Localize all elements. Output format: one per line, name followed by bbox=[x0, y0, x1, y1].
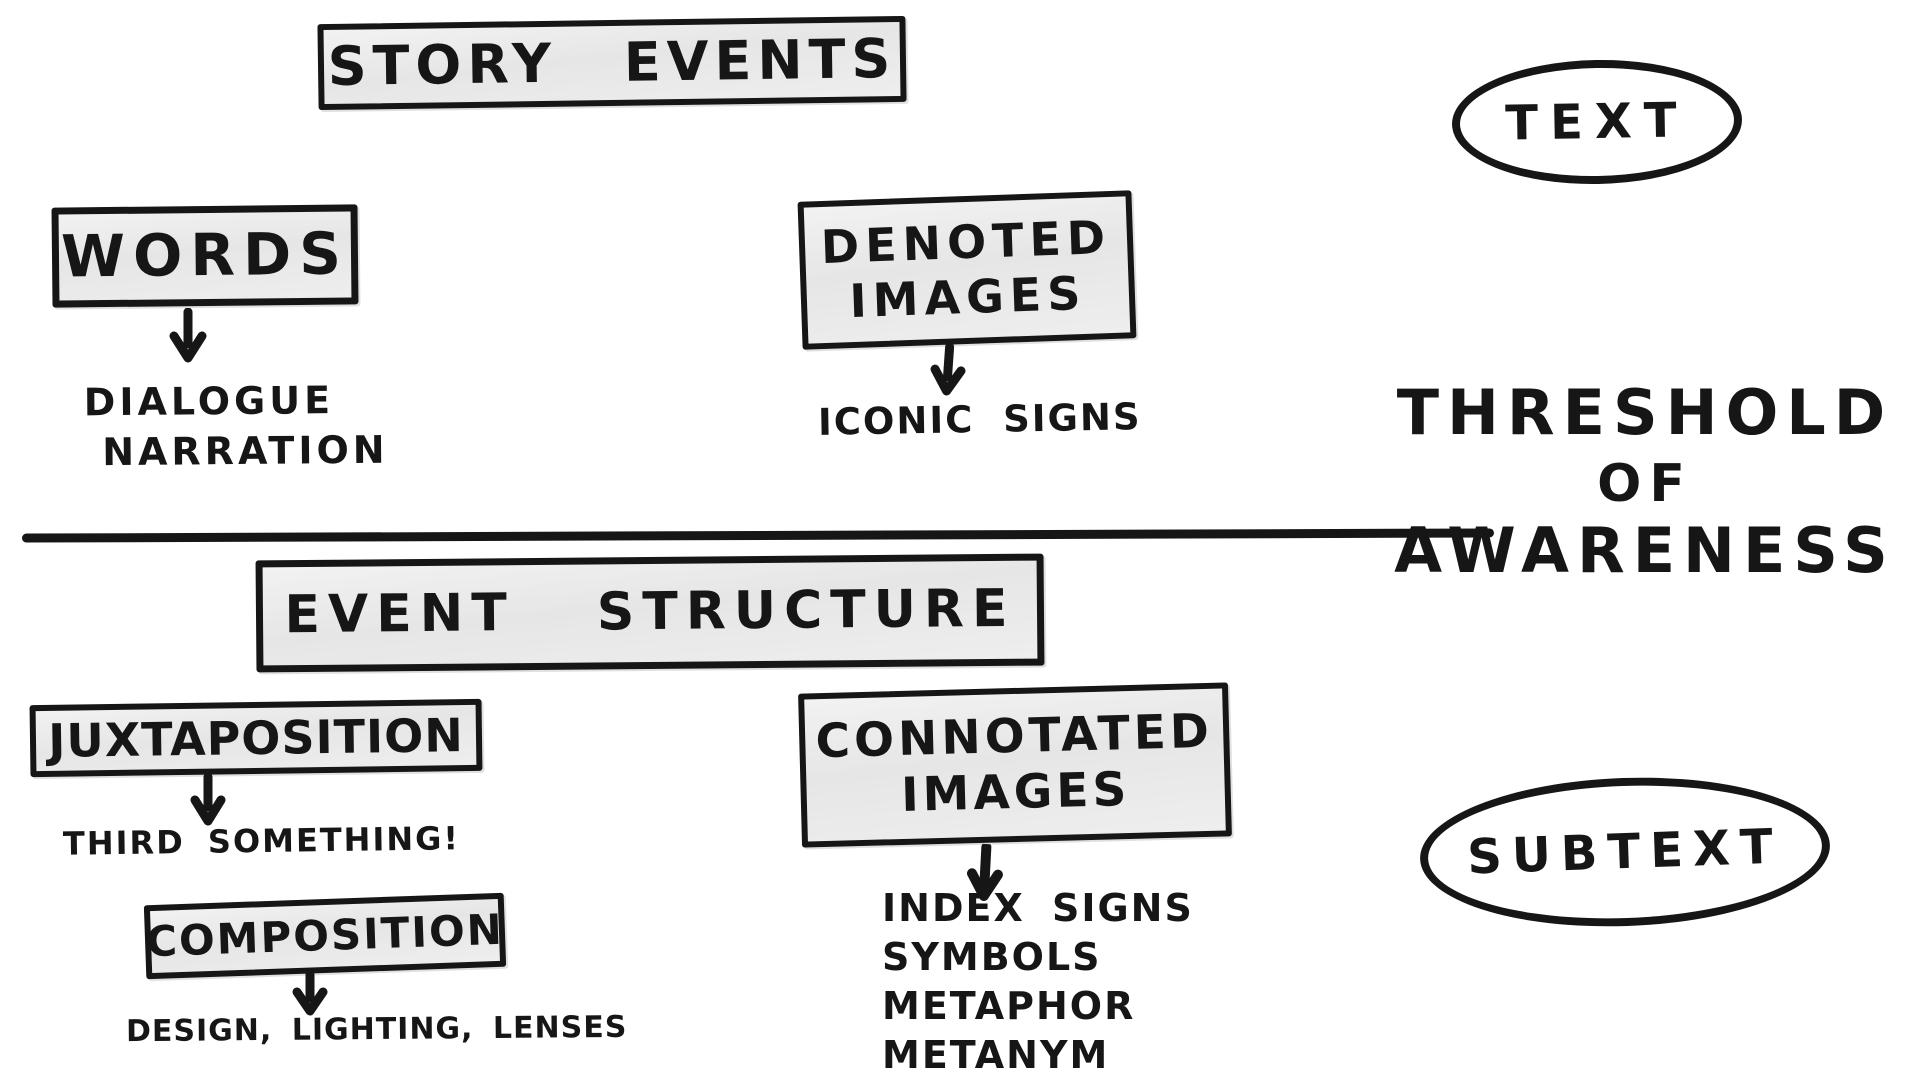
words-label: WORDS bbox=[60, 219, 350, 291]
narration-label: NARRATION bbox=[102, 427, 389, 475]
threshold-line1: THRESHOLD bbox=[1396, 376, 1894, 449]
connotated-images-box: CONNOTATED IMAGES bbox=[798, 682, 1232, 848]
event-structure-box: EVENT STRUCTURE bbox=[255, 553, 1045, 673]
juxtaposition-box: JUXTAPOSITION bbox=[29, 698, 483, 778]
threshold-line2: OF bbox=[1597, 454, 1693, 514]
words-children: DIALOGUE NARRATION bbox=[84, 375, 389, 478]
denoted-label-line1: DENOTED bbox=[820, 209, 1112, 274]
denoted-images-box: DENOTED IMAGES bbox=[797, 190, 1137, 350]
iconic-signs-label: ICONIC SIGNS bbox=[817, 395, 1142, 444]
metanym-label: METANYM bbox=[882, 1033, 1110, 1077]
event-structure-label: EVENT STRUCTURE bbox=[284, 579, 1016, 646]
connotated-label-line2: IMAGES bbox=[900, 762, 1131, 823]
arrow-down-icon bbox=[930, 342, 966, 396]
third-something-label: THIRD SOMETHING! bbox=[62, 819, 461, 863]
symbols-label: SYMBOLS bbox=[882, 935, 1102, 979]
subtext-oval: SUBTEXT bbox=[1417, 770, 1833, 934]
connotated-children: INDEX SIGNS SYMBOLS METAPHOR METANYM bbox=[882, 884, 1194, 1080]
metaphor-label: METAPHOR bbox=[882, 984, 1136, 1028]
denoted-label-line2: IMAGES bbox=[848, 265, 1088, 329]
composition-label: COMPOSITION bbox=[145, 904, 505, 967]
index-signs-label: INDEX SIGNS bbox=[882, 886, 1194, 930]
arrow-down-icon bbox=[292, 972, 328, 1016]
text-oval: TEXT bbox=[1450, 57, 1744, 187]
design-lighting-lenses-label: DESIGN, LIGHTING, LENSES bbox=[125, 1009, 628, 1050]
threshold-line bbox=[21, 528, 1495, 543]
connotated-label-line1: CONNOTATED bbox=[814, 703, 1214, 769]
composition-box: COMPOSITION bbox=[143, 892, 507, 980]
threshold-line3: AWARENESS bbox=[1394, 514, 1896, 587]
story-events-label: STORY EVENTS bbox=[327, 27, 897, 99]
juxtaposition-label: JUXTAPOSITION bbox=[47, 707, 465, 768]
subtext-oval-label: SUBTEXT bbox=[1466, 818, 1784, 886]
story-events-box: STORY EVENTS bbox=[317, 15, 907, 111]
dialogue-label: DIALOGUE bbox=[83, 378, 335, 425]
threshold-of-awareness-label: THRESHOLD OF AWARENESS bbox=[1365, 382, 1920, 582]
words-box: WORDS bbox=[51, 204, 359, 308]
text-oval-label: TEXT bbox=[1504, 92, 1690, 152]
arrow-down-icon bbox=[190, 774, 226, 826]
arrow-down-icon bbox=[966, 842, 1003, 901]
arrow-down-icon bbox=[169, 308, 207, 363]
